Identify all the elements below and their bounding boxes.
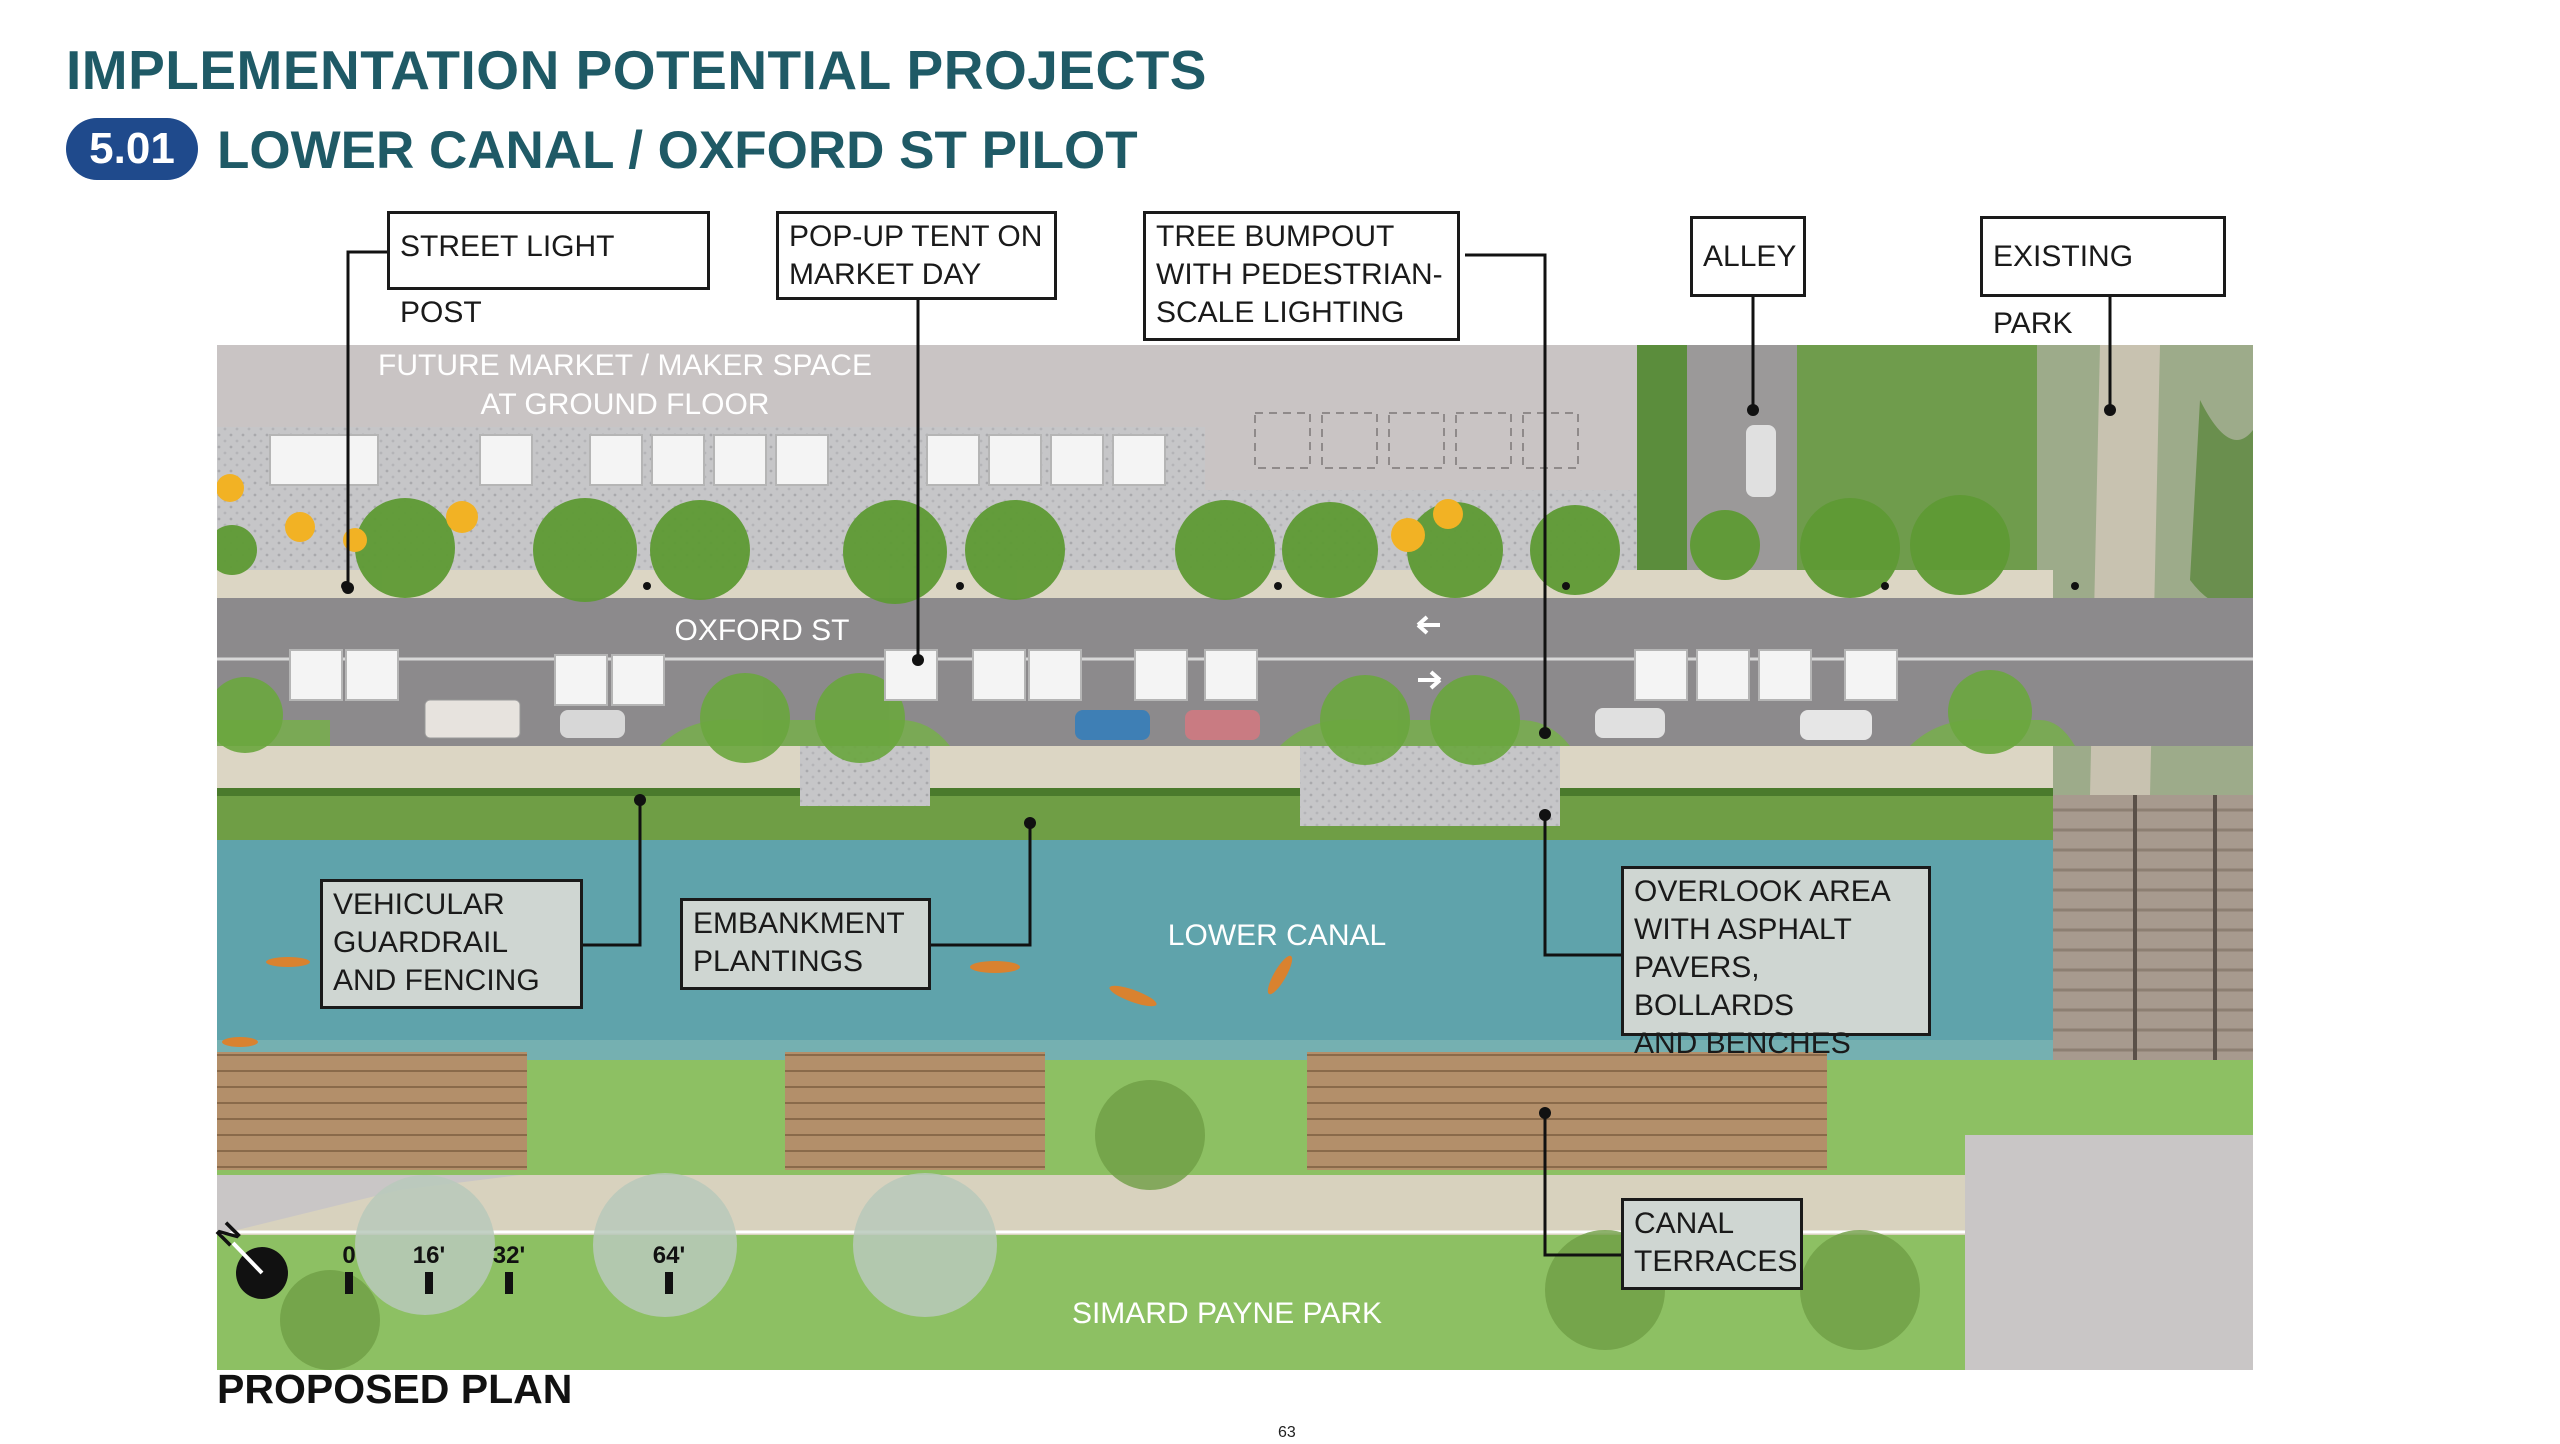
label-future-market: FUTURE MARKET / MAKER SPACE bbox=[378, 349, 872, 382]
scale-tick-64: 64' bbox=[653, 1242, 685, 1269]
north-arrow-icon: N bbox=[210, 1216, 288, 1299]
callout-tree-bumpout: TREE BUMPOUT WITH PEDESTRIAN- SCALE LIGH… bbox=[1143, 211, 1460, 341]
scale-tick-16: 16' bbox=[413, 1242, 445, 1269]
callout-alley: ALLEY bbox=[1690, 216, 1806, 297]
embankment-plantings bbox=[217, 788, 2053, 840]
callout-popup-tent: POP-UP TENT ON MARKET DAY bbox=[776, 211, 1057, 300]
callout-existing-park: EXISTING PARK bbox=[1980, 216, 2226, 340]
page-title: IMPLEMENTATION POTENTIAL PROJECTS bbox=[66, 39, 1207, 101]
label-oxford-st: OXFORD ST bbox=[674, 614, 849, 647]
callout-leaders bbox=[346, 250, 2112, 1257]
label-simard-payne-park: SIMARD PAYNE PARK bbox=[1072, 1297, 1382, 1330]
canal-terrace bbox=[217, 1052, 527, 1170]
figure-caption: PROPOSED PLAN bbox=[217, 1366, 572, 1413]
page-number: 63 bbox=[1278, 1424, 1296, 1441]
canal-terrace bbox=[785, 1052, 1045, 1170]
callout-street-light-post: STREET LIGHT POST bbox=[387, 211, 710, 329]
callout-overlook: OVERLOOK AREA WITH ASPHALT PAVERS, BOLLA… bbox=[1621, 866, 1931, 1060]
label-lower-canal: LOWER CANAL bbox=[1168, 919, 1386, 952]
callout-guardrail: VEHICULAR GUARDRAIL AND FENCING bbox=[320, 879, 583, 1009]
canal-terrace bbox=[1307, 1052, 1827, 1170]
caption-text: PROPOSED PLAN bbox=[217, 1366, 573, 1412]
callout-canal-terraces: CANAL TERRACES bbox=[1621, 1198, 1803, 1290]
scale-bar: 0 16' 32' 64' bbox=[342, 1242, 685, 1294]
scale-tick-32: 32' bbox=[493, 1242, 525, 1269]
scale-tick-0: 0 bbox=[342, 1242, 355, 1269]
project-number-badge: 5.01 bbox=[66, 118, 198, 180]
project-subtitle: LOWER CANAL / OXFORD ST PILOT bbox=[217, 121, 1138, 180]
label-ground-floor: AT GROUND FLOOR bbox=[481, 388, 770, 421]
callout-embankment: EMBANKMENT PLANTINGS bbox=[680, 898, 931, 990]
